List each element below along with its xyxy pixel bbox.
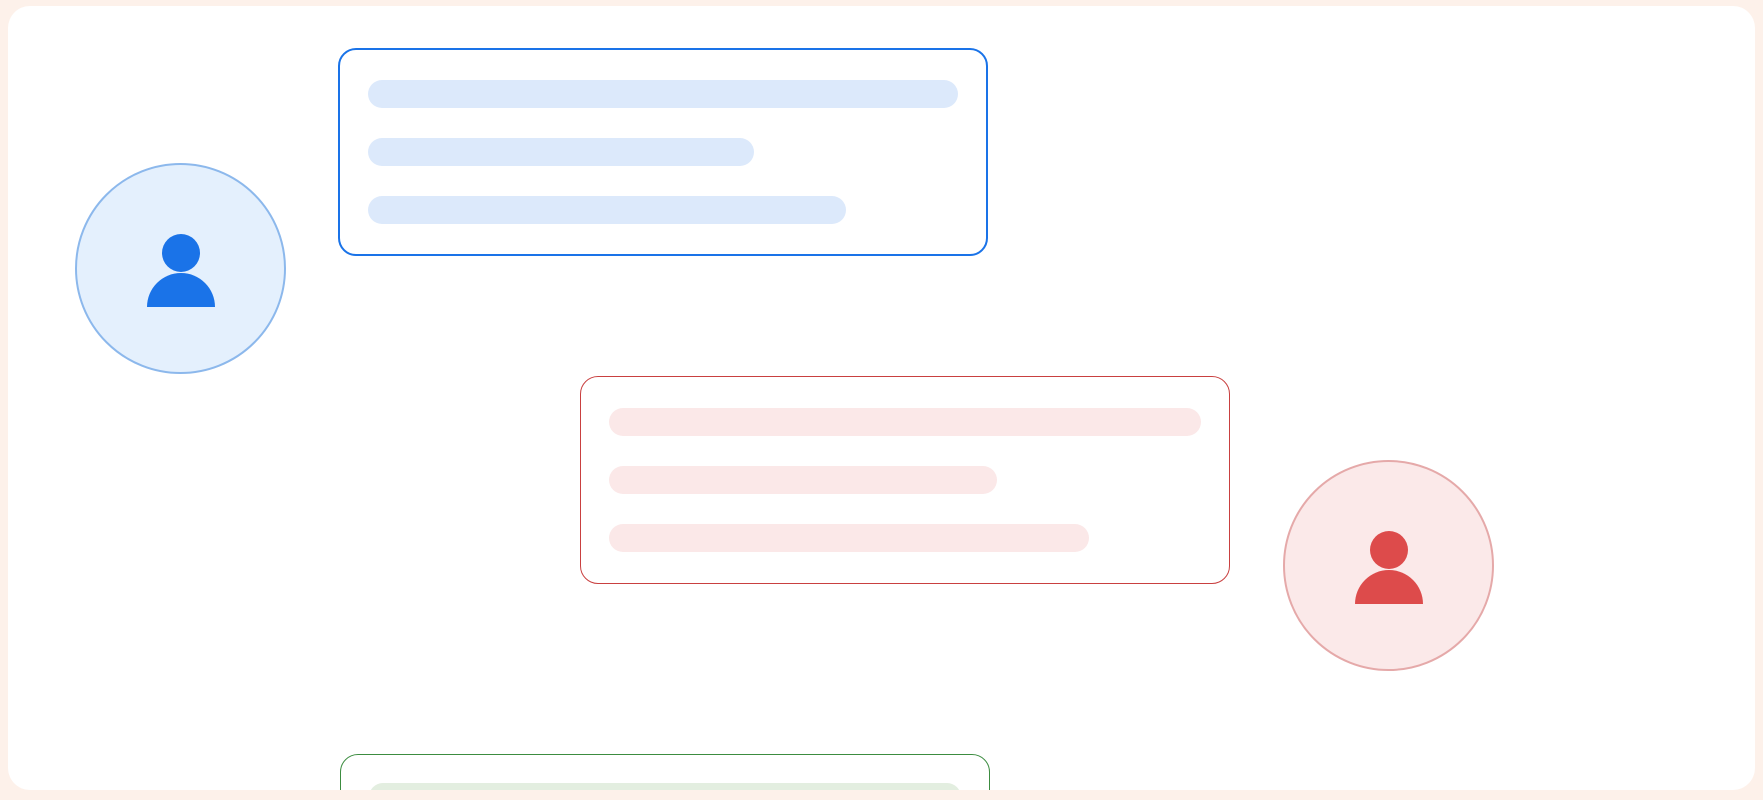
person-icon: [1339, 516, 1439, 616]
conversation-card: [8, 6, 1755, 790]
message-bubble-user[interactable]: [338, 48, 988, 256]
skeleton-line: [368, 80, 958, 108]
skeleton-line: [368, 138, 755, 166]
avatar-user[interactable]: [75, 163, 286, 374]
message-bubble-agent[interactable]: [580, 376, 1230, 584]
avatar-agent[interactable]: [1283, 460, 1494, 671]
skeleton-line: [368, 196, 846, 224]
skeleton-line: [369, 783, 961, 790]
skeleton-line: [609, 408, 1201, 436]
skeleton-line: [609, 524, 1089, 552]
person-icon: [131, 219, 231, 319]
skeleton-line: [609, 466, 997, 494]
message-bubble-next[interactable]: [340, 754, 990, 790]
